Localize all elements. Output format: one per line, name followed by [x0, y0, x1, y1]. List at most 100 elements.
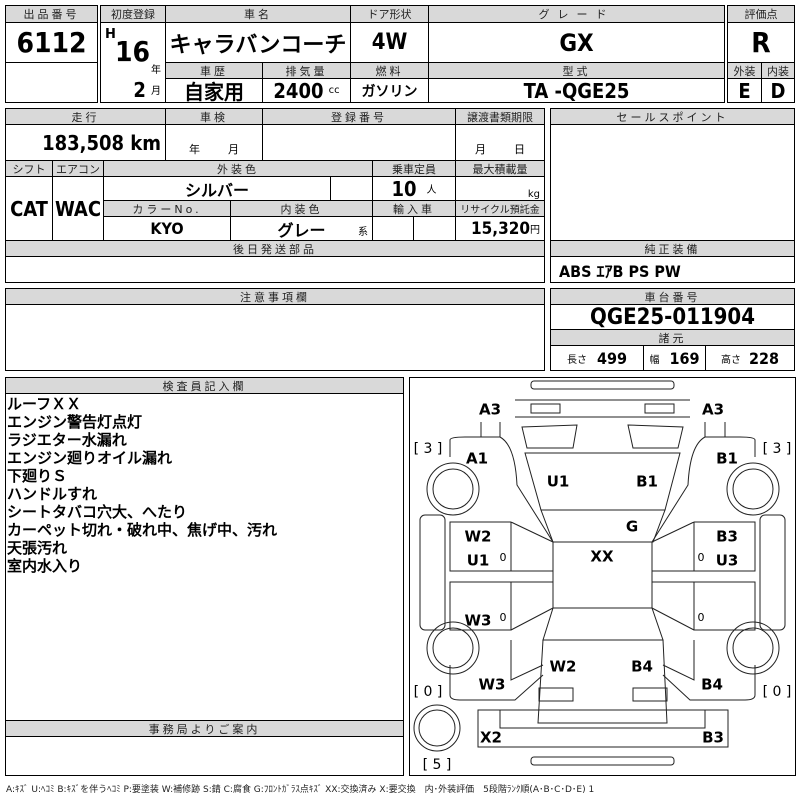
mark-door-fl-1: W2: [465, 528, 492, 546]
windshield-shape: [540, 509, 666, 543]
sales-point-body: [550, 124, 795, 241]
office-body: [5, 736, 404, 776]
month-unit: 月: [228, 143, 239, 156]
int-label: 内装: [761, 62, 795, 79]
grade-label: グレード: [428, 5, 725, 23]
later-parts-value: [5, 256, 545, 283]
legend-text: A:ｷｽﾞ U:ﾍｺﾐ B:ｷｽﾞを伴うﾍｺﾐ P:要塗装 W:補修跡 S:錆 …: [6, 785, 595, 795]
mark-hood-right: B1: [636, 473, 658, 491]
tire-rr: [726, 621, 780, 675]
width-value: 169: [669, 348, 700, 368]
note-line: ルーフＸＸ: [7, 395, 82, 413]
reg-year: 16: [115, 35, 151, 68]
mileage-label: 走行: [5, 108, 166, 125]
length-label: 長さ: [566, 354, 587, 366]
max-load-unit: kg: [455, 176, 545, 201]
int-color-suffix: 系: [358, 227, 368, 238]
cc-unit: cc: [328, 85, 340, 96]
history-value: 自家用: [165, 78, 263, 103]
shift-label: シフト: [5, 160, 53, 177]
color-no-label: カラーNo.: [103, 200, 231, 217]
first-reg-month: 2 月: [100, 77, 166, 103]
mark-step-fl: 0: [500, 551, 507, 564]
mark-fender-fl: A1: [466, 450, 488, 468]
mileage-value: 183,508 km: [5, 124, 166, 161]
ext-color-value: シルバー: [103, 176, 331, 201]
note-line: エンジン警告灯点灯: [7, 413, 143, 431]
fuel-label: 燃料: [350, 62, 429, 79]
car-name-label: 車名: [165, 5, 351, 23]
mark-door-fl-2: U1: [467, 552, 490, 570]
int-score: D: [761, 78, 795, 103]
specs-label: 諸元: [550, 329, 795, 346]
int-color-value: グレー: [277, 220, 326, 240]
recycle-label: リサイクル預託金: [455, 200, 545, 217]
tire-fl: [426, 462, 480, 516]
front-fender-shapes: [449, 436, 756, 543]
mark-step-fr: 0: [698, 551, 705, 564]
fuel-value: ガソリン: [350, 78, 429, 103]
transfer-value: 月日: [455, 124, 545, 161]
capacity-label: 乗車定員: [372, 160, 456, 177]
capacity-unit: 人: [426, 185, 437, 196]
equipment-label: 純正装備: [550, 240, 795, 257]
note-line: 下廻りＳ: [7, 467, 68, 485]
mark-rear-right: B3: [702, 729, 724, 747]
lot-empty: [5, 62, 98, 103]
lot-label: 出品番号: [5, 5, 98, 23]
shift-value: CAT: [5, 176, 53, 241]
inspection-value: 年月: [165, 124, 263, 161]
mark-roof: XX: [590, 548, 614, 566]
caution-body: [5, 304, 545, 371]
score-value: R: [727, 22, 795, 63]
note-line: ラジエター水漏れ: [7, 431, 127, 449]
max-load-label: 最大積載量: [455, 160, 545, 177]
reg-month: 2: [133, 77, 146, 102]
reg-no-value: [262, 124, 456, 161]
reg-no-label: 登録番号: [262, 108, 456, 125]
mark-fender-fr: B1: [716, 450, 738, 468]
int-color: グレー 系: [230, 216, 373, 241]
era: H: [105, 27, 116, 42]
mark-rear-left: X2: [480, 729, 502, 747]
note-line: シートタバコ穴大、へたり: [7, 503, 188, 521]
tire-depth-fl: [ 3 ]: [414, 441, 443, 457]
width-label: 幅: [649, 354, 660, 366]
mark-front-left: A3: [479, 401, 501, 419]
height-value: 228: [748, 348, 780, 368]
capacity-value: 10: [391, 176, 417, 201]
ext-color-label: 外装色: [103, 160, 373, 177]
mark-windshield: G: [626, 518, 638, 536]
displacement: 2400 cc: [262, 78, 351, 103]
tire-depth-rr: [ 0 ]: [763, 684, 792, 700]
chassis-value: QGE25-011904: [550, 304, 795, 330]
ext-label: 外装: [727, 62, 762, 79]
mark-gate-right: B4: [631, 658, 653, 676]
mark-door-fr-1: B3: [716, 528, 738, 546]
later-parts-label: 後日発送部品: [5, 240, 545, 257]
inspection-label: 車検: [165, 108, 263, 125]
displacement-value: 2400: [273, 78, 324, 103]
import-cell-1: [372, 216, 414, 241]
caution-label: 注意事項欄: [5, 288, 545, 305]
lot-number: 6112: [5, 22, 98, 63]
ext-score: E: [727, 78, 762, 103]
left-doors-shape: [449, 521, 554, 631]
front-glass-shape: [521, 424, 684, 449]
mark-gate-left: W2: [550, 658, 577, 676]
recycle-unit: 円: [530, 225, 540, 236]
headlight-left: [530, 403, 561, 414]
inspector-label: 検査員記入欄: [5, 377, 404, 394]
left-step-shape: [419, 514, 446, 631]
day-unit: 日: [514, 143, 525, 156]
mark-hood-left: U1: [547, 473, 570, 491]
year-unit: 年: [151, 65, 161, 76]
note-line: 室内水入り: [7, 557, 83, 575]
sales-point-label: セールスポイント: [550, 108, 795, 125]
rear-glass-shape: [542, 607, 664, 641]
mark-door-rl: W3: [465, 612, 492, 630]
note-line: カーペット切れ・破れ中、焦げ中、汚れ: [7, 521, 278, 539]
tire-depth-spare: [ 5 ]: [423, 757, 452, 773]
inspector-notes: ルーフＸＸ エンジン警告灯点灯 ラジエター水漏れ エンジン廻りオイル漏れ 下廻り…: [7, 395, 277, 575]
import-cell-2: [413, 216, 456, 241]
